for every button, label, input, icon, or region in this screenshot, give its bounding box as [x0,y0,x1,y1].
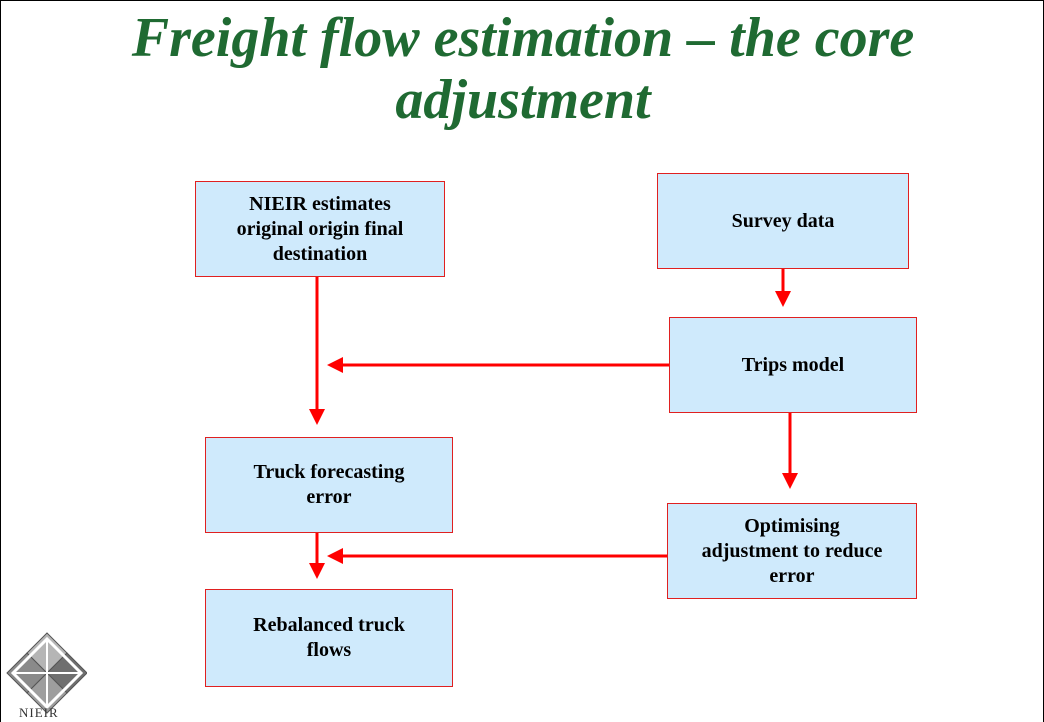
box-survey-data: Survey data [657,173,909,269]
rebalanced-line-2: flows [306,639,352,661]
logo-text: NIEIR [19,705,59,720]
box-truck-forecasting-error: Truck forecasting error [205,437,453,533]
truck-error-line-2: error [306,486,352,508]
trips-model-label: Trips model [741,353,845,376]
slide-title: Freight flow estimation – the core adjus… [1,7,1043,131]
title-line-1: Freight flow estimation – the core [131,7,915,69]
optimising-line-1: Optimising [744,514,840,537]
nieir-estimates-line-1: NIEIR estimates [249,192,391,215]
box-rebalanced-truck-flows: Rebalanced truck flows [205,589,453,687]
box-trips-model: Trips model [669,317,917,413]
box-optimising-adjustment: Optimising adjustment to reduce error [667,503,917,599]
box-nieir-estimates: NIEIR estimates original origin final de… [195,181,445,277]
nieir-estimates-line-3: destination [272,242,368,265]
optimising-line-3: error [769,564,815,587]
rebalanced-line-1: Rebalanced truck [253,614,405,636]
title-line-2: adjustment [395,69,651,131]
truck-error-line-1: Truck forecasting [253,461,405,483]
optimising-line-2: adjustment to reduce [701,539,883,562]
nieir-estimates-line-2: original origin final [236,217,404,240]
nieir-logo [6,632,87,714]
survey-data-label: Survey data [731,209,835,232]
